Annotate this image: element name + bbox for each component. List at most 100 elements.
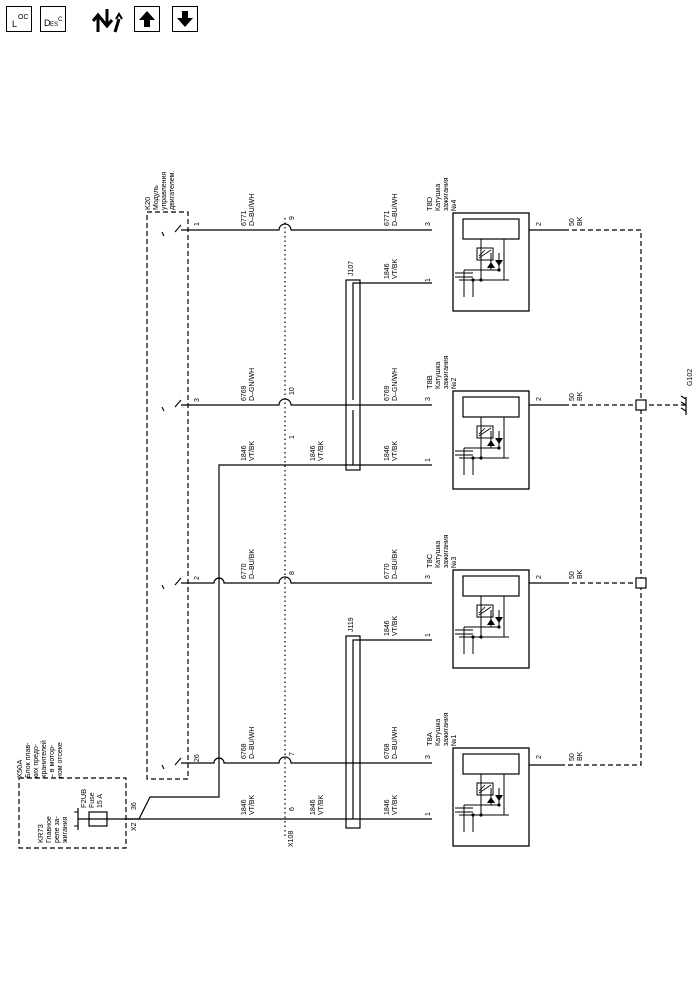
ground-splice-node [635,577,647,589]
svg-text:9: 9 [289,216,296,220]
svg-text:T8A: T8A [425,732,434,746]
svg-text:1846: 1846 [310,799,317,815]
ecm-switches [161,224,182,770]
svg-text:J107: J107 [348,261,355,276]
svg-text:№1: №1 [451,734,458,746]
svg-text:BK: BK [577,216,584,226]
x2-pin-label: 36 [131,802,138,810]
k20-pin-26: 26 [194,754,201,762]
svg-text:6768: 6768 [241,743,248,759]
arrow-up-icon [139,11,155,27]
j107-label: J107 [348,261,355,276]
x2-label: X2 [131,822,138,831]
x108-pin-8: 8 [289,571,296,575]
svg-text:T8B: T8B [425,375,434,389]
description-button-label-sub2: C [58,17,63,23]
svg-text:зажигания: зажигания [443,712,450,746]
svg-text:– в мотор-: – в мотор- [49,744,56,778]
svg-text:1846: 1846 [241,445,248,461]
location-button-label-sub: OC [18,14,29,21]
k20-label: K20 Модуль управления двигателем. [143,171,176,210]
svg-text:1846: 1846 [384,263,391,279]
svg-text:Катушка: Катушка [435,719,442,746]
svg-text:T8C: T8C [425,553,434,568]
x108-pin-1: 1 [289,435,296,439]
svg-text:зажигания: зажигания [443,355,450,389]
x108-label: X108 [288,831,295,847]
svg-text:KR73: KR73 [36,824,45,843]
svg-text:VT/BK: VT/BK [249,794,256,815]
svg-text:2: 2 [536,575,543,579]
svg-text:VT/BK: VT/BK [318,440,325,461]
swap-arrows-wrench-button[interactable] [90,6,124,34]
x108-pin-6: 6 [289,807,296,811]
svg-text:15 A: 15 A [97,794,104,808]
svg-text:6769: 6769 [384,385,391,401]
svg-text:2: 2 [536,397,543,401]
svg-text:3: 3 [425,575,432,579]
k20-pin-1: 1 [194,222,201,226]
svg-text:VT/BK: VT/BK [392,615,399,636]
svg-text:1846: 1846 [310,445,317,461]
svg-text:Fuse: Fuse [89,792,96,808]
svg-text:1: 1 [289,435,296,439]
svg-text:VT/BK: VT/BK [392,440,399,461]
description-button[interactable]: D ES C [40,6,66,32]
svg-text:1: 1 [425,812,432,816]
ground-label: G102 [687,369,694,386]
toolbar: L OC D ES C [6,6,206,36]
svg-text:50: 50 [569,753,576,761]
splice-pack-j107 [345,279,361,471]
description-button-label-sub1: ES [50,22,59,28]
svg-text:VT/BK: VT/BK [249,440,256,461]
svg-text:26: 26 [194,754,201,762]
svg-text:VT/BK: VT/BK [318,794,325,815]
svg-text:VT/BK: VT/BK [392,794,399,815]
svg-text:хранителей: хранителей [40,740,48,778]
k20-pin-2: 2 [194,576,201,580]
svg-text:X50A: X50A [15,760,24,778]
svg-text:жигания: жигания [62,816,69,843]
ground-wires-dashed [564,229,686,766]
svg-text:№4: №4 [451,199,458,211]
svg-text:7: 7 [289,752,296,756]
svg-text:6768: 6768 [384,743,391,759]
svg-text:1846: 1846 [241,799,248,815]
svg-text:D–BU/WH: D–BU/WH [392,194,399,226]
svg-text:D–BU/BK: D–BU/BK [392,549,399,579]
arrow-down-button[interactable] [172,6,198,32]
svg-text:BK: BK [577,751,584,761]
svg-text:2: 2 [194,576,201,580]
splice-pack-j119 [345,635,361,829]
kr73-label: KR73 Главное реле за- жигания [36,815,69,843]
svg-text:1846: 1846 [384,445,391,461]
svg-text:6770: 6770 [384,563,391,579]
x108-pin-7: 7 [289,752,296,756]
svg-text:управления: управления [161,172,168,210]
svg-text:X2: X2 [131,822,138,831]
location-button-label-main: L [12,19,18,29]
svg-text:1846: 1846 [384,799,391,815]
svg-text:D–BU/WH: D–BU/WH [249,727,256,759]
svg-text:50: 50 [569,571,576,579]
svg-text:50: 50 [569,393,576,401]
svg-text:36: 36 [131,802,138,810]
svg-text:ном отсеке: ном отсеке [57,742,64,778]
svg-text:10: 10 [289,387,296,395]
svg-text:J119: J119 [348,617,355,632]
svg-text:Главное: Главное [46,816,53,843]
svg-text:VT/BK: VT/BK [392,258,399,279]
svg-text:Катушка: Катушка [435,362,442,389]
svg-text:G102: G102 [687,369,694,386]
f2ub-label: F2UB Fuse 15 A [79,789,104,808]
svg-text:6771: 6771 [241,210,248,226]
location-button[interactable]: L OC [6,6,32,32]
arrow-up-button[interactable] [134,6,160,32]
svg-text:D–GN/WH: D–GN/WH [249,368,256,401]
x108-pin-10: 10 [289,387,296,395]
ground-symbol-icon [680,395,687,415]
svg-text:D–BU/WH: D–BU/WH [392,727,399,759]
